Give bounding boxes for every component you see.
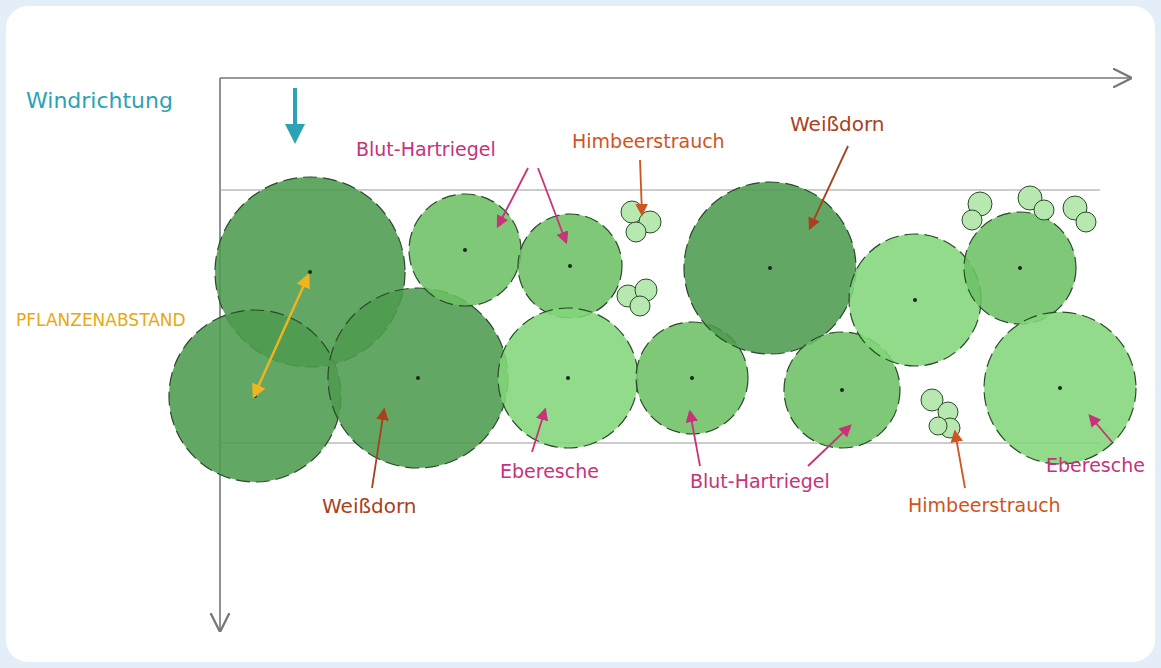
plant-point (463, 248, 467, 252)
callout-label: Weißdorn (322, 494, 417, 518)
raspberry-leaf (1076, 212, 1096, 232)
plant-point (690, 376, 694, 380)
shrub (328, 288, 508, 468)
spacing-arrow (254, 276, 308, 396)
callout-label: Blut-Hartriegel (356, 138, 496, 161)
callout-label: Eberesche (500, 460, 599, 483)
leader-line (1090, 416, 1112, 442)
plant-point (566, 376, 570, 380)
shrub (498, 308, 638, 448)
shrub (984, 312, 1136, 464)
plant-point (768, 266, 772, 270)
panel (6, 6, 1155, 662)
plant-point (568, 264, 572, 268)
plant-point (308, 270, 312, 274)
callout-label: Windrichtung (26, 88, 173, 114)
axis-x (220, 77, 1130, 79)
plant-point (840, 388, 844, 392)
leader-line (372, 410, 384, 488)
shrub (849, 234, 981, 366)
plant-point (1018, 266, 1022, 270)
leader-line (498, 168, 528, 226)
leader-line (640, 160, 642, 214)
leaders (372, 146, 1112, 488)
leader-line (955, 432, 965, 488)
plant-point (1058, 386, 1062, 390)
callout-label: Himbeerstrauch (572, 130, 725, 153)
callout-label: Weißdorn (790, 112, 885, 136)
leader-line (690, 412, 700, 466)
shrub (964, 212, 1076, 324)
shrub (409, 194, 521, 306)
shrub (518, 214, 622, 318)
leader-line (808, 426, 850, 466)
callout-label: Blut-Hartriegel (690, 470, 830, 493)
callout-label: Himbeerstrauch (908, 494, 1061, 517)
callout-label: PFLANZENABSTAND (16, 310, 186, 330)
plant-point (416, 376, 420, 380)
leader-line (532, 410, 545, 452)
raspberry-leaf (1034, 200, 1054, 220)
shrub (684, 182, 856, 354)
leader-line (538, 168, 566, 242)
hedge-edge-bottom (220, 442, 1100, 443)
raspberry-leaf (626, 222, 646, 242)
shrubs (169, 177, 1136, 482)
leader-line (810, 146, 848, 228)
raspberry-leaf (630, 296, 650, 316)
wind-arrow (293, 88, 297, 140)
callout-label: Eberesche (1046, 454, 1145, 477)
raspberry-leaf (929, 417, 947, 435)
raspberry-leaf (962, 210, 982, 230)
plant-point (913, 298, 917, 302)
